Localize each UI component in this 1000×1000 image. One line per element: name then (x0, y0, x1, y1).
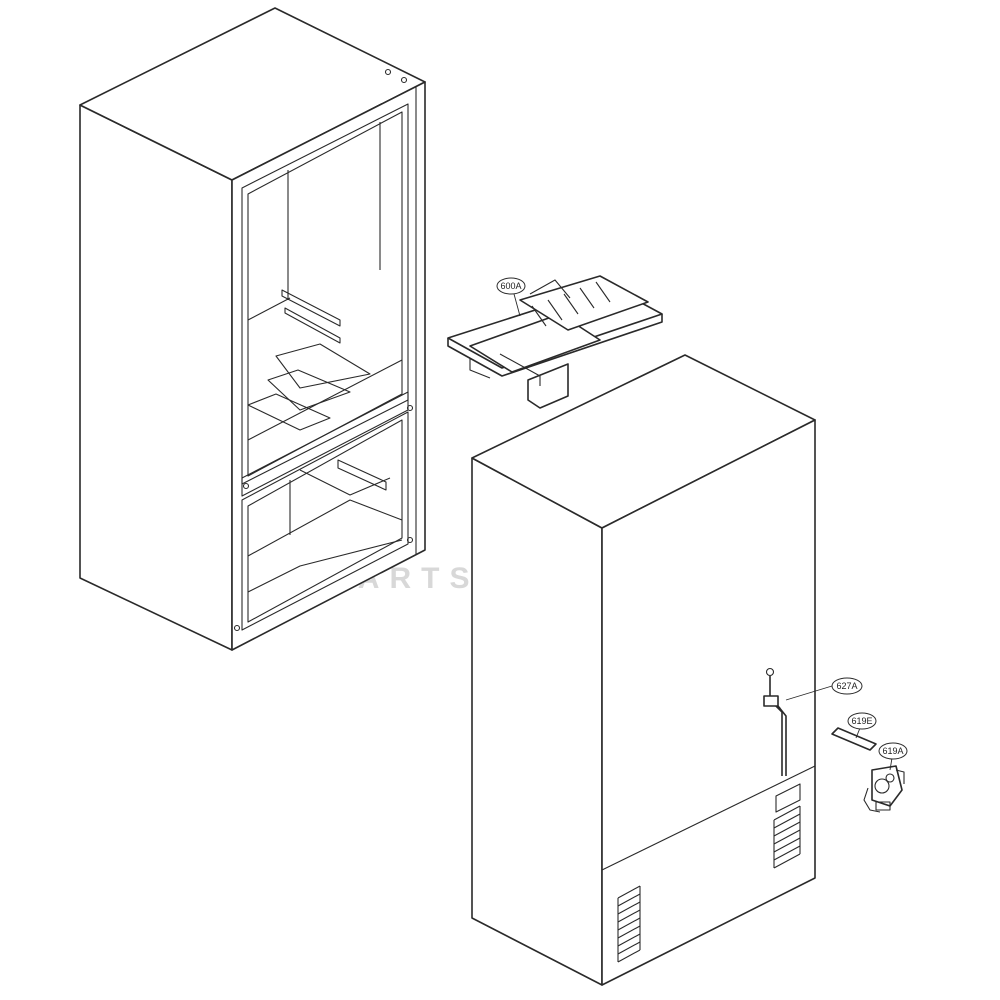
callout-label: 627A (836, 681, 857, 691)
callout-label: 619E (851, 716, 872, 726)
ice-maker-mold (519, 275, 649, 331)
crisper-floor (275, 343, 371, 389)
cabinet-left-side (79, 104, 233, 651)
ice-maker-assembly (447, 275, 663, 409)
gasket-strip (831, 727, 877, 751)
freezer-opening (241, 411, 409, 631)
ice-maker-motor-box (527, 363, 569, 409)
top-screw-hole (400, 76, 408, 84)
water-tube (763, 667, 787, 776)
refrigerator-rear (471, 354, 816, 986)
callout-600A: 600A (496, 277, 526, 317)
callout-label: 600A (500, 281, 521, 291)
rear-left-side (471, 457, 603, 986)
cabinet-front-frame (231, 81, 426, 651)
callout-619A: 619A (878, 742, 908, 771)
callout-label: 619A (882, 746, 903, 756)
water-valve (863, 765, 905, 813)
shelf-rail (281, 289, 341, 327)
top-screw-hole (384, 68, 392, 76)
shelf-rail (284, 307, 341, 344)
side-vent-grille (617, 885, 641, 963)
callout-627A: 627A (785, 677, 863, 701)
rear-vent-grille (773, 783, 801, 869)
refrigerator-cabinet (79, 7, 426, 651)
callout-619E: 619E (847, 712, 877, 739)
